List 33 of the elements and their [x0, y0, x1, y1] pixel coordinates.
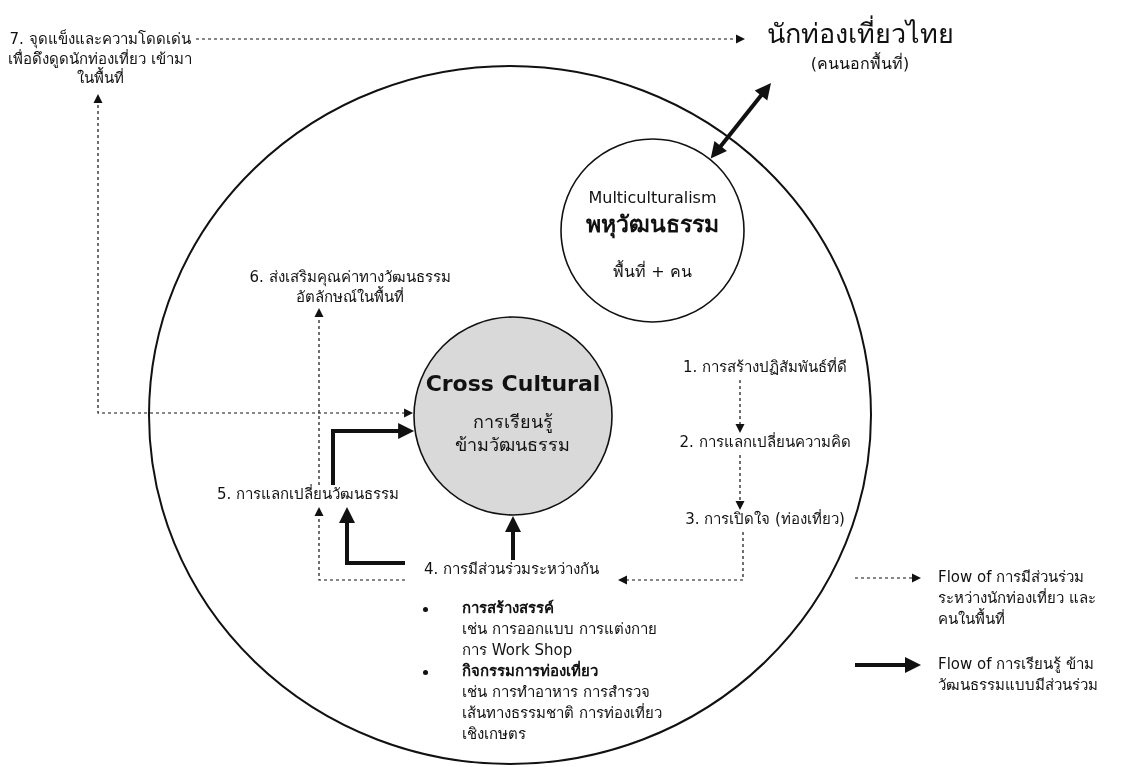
circle	[560, 138, 745, 323]
step-label: 6. ส่งเสริมคุณค่าทางวัฒนธรรม อัตลักษณ์ในพื้นที่	[248, 268, 452, 307]
step-label: 3. การเปิดใจ (ท่องเที่ยว)	[684, 510, 846, 530]
arrow	[618, 531, 744, 585]
list-text: เช่น การทำอาหาร การสำรวจเส้นทางธรรมชาติ การท่องเที่ยวเชิงเกษตร	[462, 682, 663, 745]
list-text: เช่น การออกแบบ การแต่งกาย การ Work Shop	[462, 619, 658, 660]
arrow	[314, 308, 324, 486]
arrow	[339, 507, 405, 565]
step-label: 4. การมีส่วนร่วมระหว่างกัน	[422, 560, 601, 580]
heading-text: Multiculturalism	[587, 188, 718, 209]
heading-text: Cross Cultural	[424, 370, 602, 398]
arrow	[710, 83, 771, 159]
arrow	[505, 516, 521, 560]
heading-text: นักท่องเที่ยวไทย	[745, 16, 975, 52]
step-label: 7. จุดแข็งและความโดดเด่น เพื่อดึงดูดนักท่องเที่ยว เข้ามาในพื้นที่	[8, 30, 192, 89]
legend-text: Flow of การมีส่วนร่วม ระหว่างนักท่องเที่ยว และคนในพื้นที่	[938, 567, 1097, 630]
circle	[413, 316, 613, 516]
list-heading: การสร้างสรรค์	[462, 598, 555, 619]
arrow	[314, 507, 406, 581]
list-heading: กิจกรรมการท่องเที่ยว	[462, 661, 599, 682]
body-text: พหุวัฒนธรรม	[585, 210, 720, 240]
arrow	[93, 94, 414, 418]
body-text: พื้นที่ + คน	[612, 262, 693, 283]
step-label: 5. การแลกเปลี่ยนวัฒนธรรม	[216, 485, 400, 505]
arrow	[735, 454, 745, 510]
arrow	[195, 34, 745, 44]
step-label: 2. การแลกเปลี่ยนความคิด	[678, 433, 852, 453]
arrow	[331, 423, 415, 485]
body-text: (คนนอกพื้นที่)	[809, 54, 911, 75]
legend-text: Flow of การเรียนรู้ ข้ามวัฒนธรรมแบบมีส่วนร่วม	[938, 654, 1099, 696]
step-label: 1. การสร้างปฏิสัมพันธ์ที่ดี	[681, 358, 849, 378]
arrow	[735, 379, 745, 433]
body-text: การเรียนรู้ ข้ามวัฒนธรรม	[454, 410, 571, 457]
